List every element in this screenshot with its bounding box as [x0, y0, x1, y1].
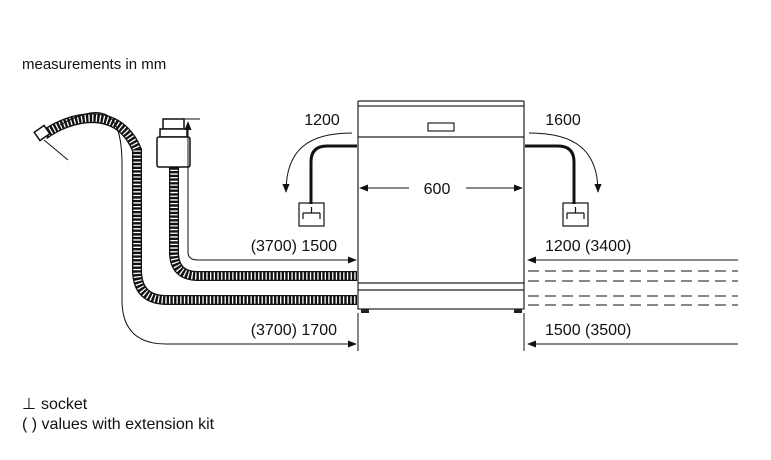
dishwasher-body	[357, 100, 525, 310]
legend-extension-label: ( ) values with extension kit	[22, 416, 215, 433]
cable-reach-arrow-right	[528, 132, 602, 193]
foot-left	[361, 309, 369, 313]
inlet-hose-reach-line	[187, 251, 357, 264]
diagram-title: measurements in mm	[22, 56, 166, 73]
foot-right	[514, 309, 522, 313]
right-upper-hose-label: 1200 (3400)	[545, 238, 631, 255]
drain-hose-reach-line	[59, 111, 357, 348]
width-label: 600	[424, 181, 451, 198]
power-cable-left	[309, 144, 357, 204]
socket-left	[298, 202, 325, 227]
left-lower-hose-label: (3700) 1700	[251, 322, 337, 339]
socket-right	[562, 202, 589, 227]
cable-reach-arrow-left	[282, 132, 353, 193]
power-cable-right	[525, 144, 576, 204]
left-upper-hose-label: (3700) 1500	[251, 238, 337, 255]
drain-hose-end	[33, 124, 51, 142]
left-cable-length-label: 1200	[304, 112, 340, 129]
hose-extension-dashes	[528, 270, 738, 306]
control-panel-slot	[427, 122, 455, 132]
legend-socket-label: socket	[41, 396, 88, 413]
right-lower-hose-label: 1500 (3500)	[545, 322, 631, 339]
aquastop-valve	[156, 118, 191, 168]
socket-symbol-icon: ⊥	[22, 396, 36, 413]
right-cable-length-label: 1600	[545, 112, 581, 129]
legend: ⊥ socket ( ) values with extension kit	[22, 396, 215, 433]
